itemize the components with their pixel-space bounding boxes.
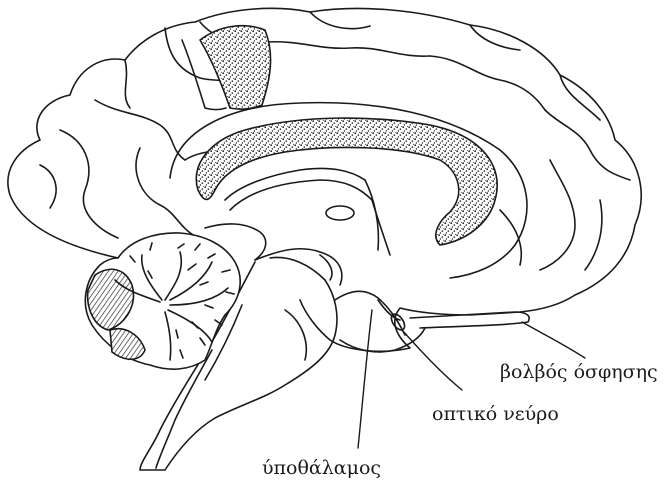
leader-optic-nerve	[402, 330, 462, 390]
leader-hypothalamus	[358, 310, 372, 448]
label-olfactory-bulb: βολβός όσφησης	[500, 361, 658, 383]
label-optic-nerve: οπτικό νεύρο	[432, 403, 559, 425]
leader-olfactory-bulb	[522, 322, 585, 358]
corpus-callosum	[196, 118, 497, 245]
label-hypothalamus: ύποθάλαμος	[262, 457, 381, 479]
